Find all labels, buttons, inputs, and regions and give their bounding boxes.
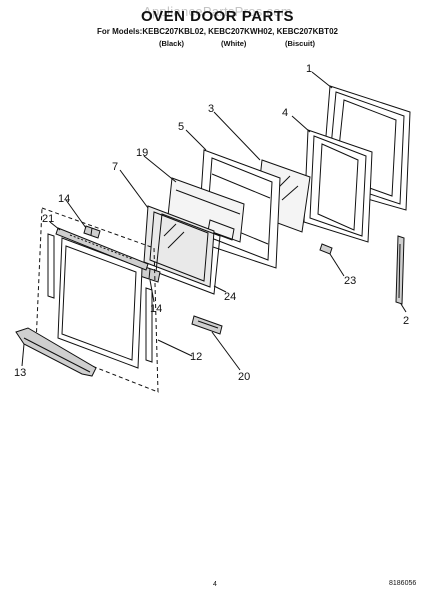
models-line: For Models:KEBC207KBL02, KEBC207KWH02, K…	[97, 27, 338, 36]
assembly-12-outline	[35, 207, 159, 393]
color-biscuit: (Biscuit)	[285, 39, 315, 48]
document-number: 8186056	[389, 580, 417, 587]
diagram-title: OVEN DOOR PARTS	[140, 8, 295, 25]
leader-lines	[21, 71, 407, 371]
callout-23: 23	[344, 275, 356, 287]
part-7-outer-glass[interactable]	[143, 205, 215, 288]
callout-14-lower: 14	[150, 303, 162, 315]
callout-3: 3	[208, 103, 214, 115]
part-4-inner-frame[interactable]	[303, 129, 373, 243]
callout-24: 24	[224, 291, 236, 303]
part-23-clip[interactable]	[319, 243, 333, 255]
color-black: (Black)	[159, 39, 185, 48]
page-number: 4	[213, 581, 217, 588]
callout-7: 7	[112, 161, 118, 173]
callout-14-upper: 14	[58, 193, 70, 205]
callout-2: 2	[403, 315, 409, 327]
callout-20: 20	[238, 371, 250, 383]
callout-19: 19	[136, 147, 148, 159]
callout-5: 5	[178, 121, 184, 133]
callout-1: 1	[306, 63, 312, 75]
part-20-vent-trim[interactable]	[191, 315, 223, 335]
callout-12: 12	[190, 351, 202, 363]
callout-labels: 1 2 3 4 5 7 12 13 14 14 19 20 21 23 24	[14, 63, 409, 383]
color-white: (White)	[221, 39, 247, 48]
part-2-side-channel[interactable]	[395, 235, 405, 305]
callout-4: 4	[282, 107, 288, 119]
part-12-outer-panel[interactable]	[47, 233, 153, 369]
part-21-top-trim[interactable]	[55, 227, 149, 271]
callout-21: 21	[42, 213, 54, 225]
callout-13: 13	[14, 367, 26, 379]
watermark: AppliancePartsPros.com	[143, 4, 292, 19]
part-19-baffle[interactable]	[167, 177, 245, 243]
part-14-hinge-upper[interactable]	[83, 225, 101, 239]
part-24-glass-pack[interactable]	[155, 213, 221, 295]
